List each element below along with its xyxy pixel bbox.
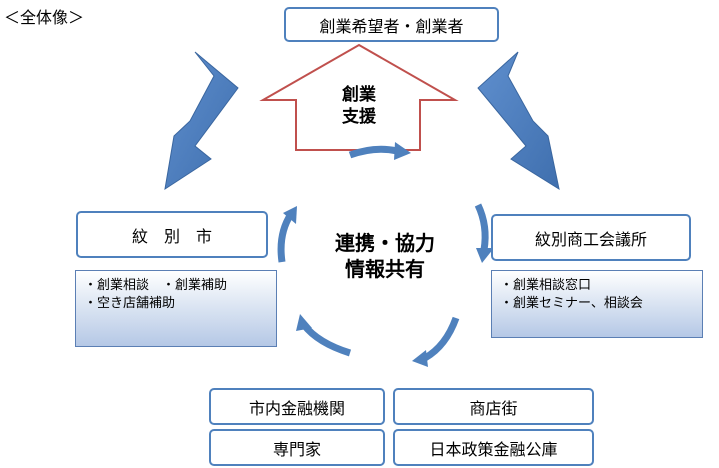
center-label-line1: 連携・協力 [335, 231, 435, 255]
chamber-detail-box: ・創業相談窓口 ・創業セミナー、相談会 [491, 270, 703, 338]
chamber-box: 紋別商工会議所 [491, 214, 691, 261]
cycle-arrow-right [474, 203, 489, 251]
cycle-arrowhead-bottom-right [412, 350, 428, 367]
center-label-line2: 情報共有 [345, 257, 425, 281]
big-arrow-to-chamber [477, 51, 560, 191]
big-arrow-to-city [164, 51, 239, 191]
center-label: 連携・協力 情報共有 [317, 230, 453, 282]
support-label: 創業 支援 [340, 84, 378, 128]
city-detail-item: ・創業相談 ・創業補助 [84, 278, 228, 293]
page-title: ＜全体像＞ [4, 8, 85, 27]
city-detail-item: ・空き店舗補助 [84, 296, 176, 311]
chamber-detail-item: ・創業相談窓口 [500, 278, 592, 293]
city-detail-box: ・創業相談 ・創業補助 ・空き店舗補助 [75, 270, 277, 347]
chamber-detail-item: ・創業セミナー、相談会 [500, 296, 643, 311]
support-label-line2: 支援 [342, 107, 376, 127]
cycle-arrow-bottom-left [301, 322, 352, 357]
cycle-arrow-bottom-right [423, 316, 460, 362]
bottom-box-local-banks: 市内金融機関 [209, 388, 385, 425]
cycle-arrowhead-left [283, 206, 297, 224]
cycle-arrowhead-top [394, 142, 411, 160]
bottom-box-shopping-street: 商店街 [393, 388, 594, 425]
cycle-arrowhead-right [476, 248, 494, 263]
cycle-arrow-top [348, 145, 398, 159]
top-box-entrepreneurs: 創業希望者・創業者 [284, 7, 499, 42]
support-label-line1: 創業 [342, 85, 376, 105]
cycle-arrowhead-bottom-left [296, 314, 312, 331]
cycle-arrow-left [277, 212, 294, 263]
bottom-box-experts: 専門家 [209, 429, 385, 466]
bottom-box-jfc: 日本政策金融公庫 [393, 429, 594, 466]
city-box: 紋 別 市 [76, 211, 268, 258]
